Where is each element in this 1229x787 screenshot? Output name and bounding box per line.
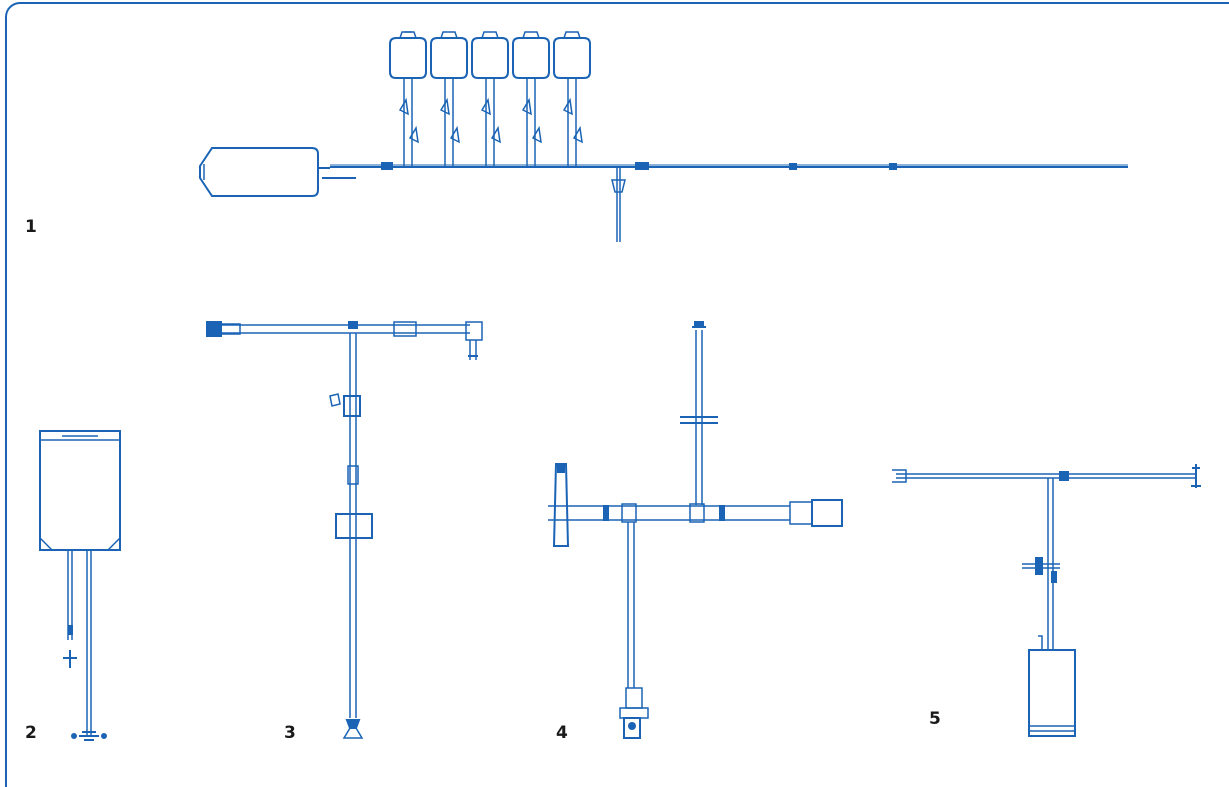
set-5-drawing (892, 464, 1201, 737)
set-1-large-bag (199, 147, 319, 197)
set-4-drawing (548, 321, 843, 739)
set-1-label: 1 (25, 217, 37, 237)
set-4-filter (552, 463, 570, 547)
set-2-bag (39, 430, 121, 551)
set-3-label-band (335, 513, 373, 539)
set-4-label: 4 (556, 723, 568, 743)
set-3-drawing (206, 321, 483, 739)
set-1-small-bags (389, 31, 591, 166)
set-3-vertical-tube (349, 333, 357, 718)
set-5-label: 5 (929, 709, 941, 729)
frame-border (5, 2, 1229, 787)
set-1-drawing (199, 31, 1128, 242)
set-1-branch-down (616, 167, 621, 242)
set-5-reservoir (1028, 649, 1076, 737)
set-4-down-tube (627, 522, 635, 688)
set-3-label: 3 (284, 723, 296, 743)
set-2-drawing (39, 430, 121, 741)
set-2-label: 2 (25, 723, 37, 743)
